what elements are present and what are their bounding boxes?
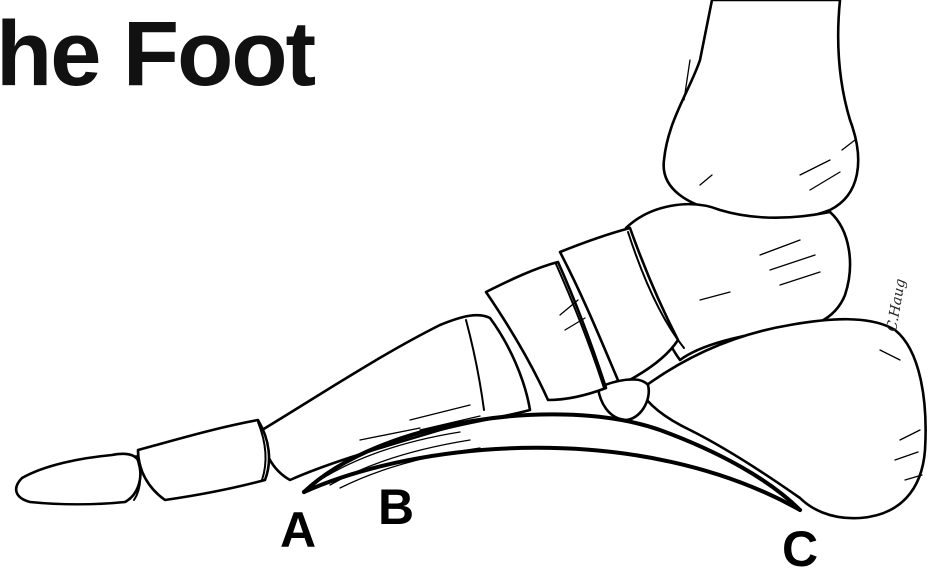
label-point-b: B xyxy=(378,482,414,532)
metatarsal-bone xyxy=(262,315,530,480)
proximal-phalanx-bone xyxy=(138,420,269,500)
label-point-c: C xyxy=(782,524,818,574)
distal-phalanx-bone xyxy=(16,454,140,504)
label-point-a: A xyxy=(280,505,316,555)
tibia-bone xyxy=(664,0,859,219)
